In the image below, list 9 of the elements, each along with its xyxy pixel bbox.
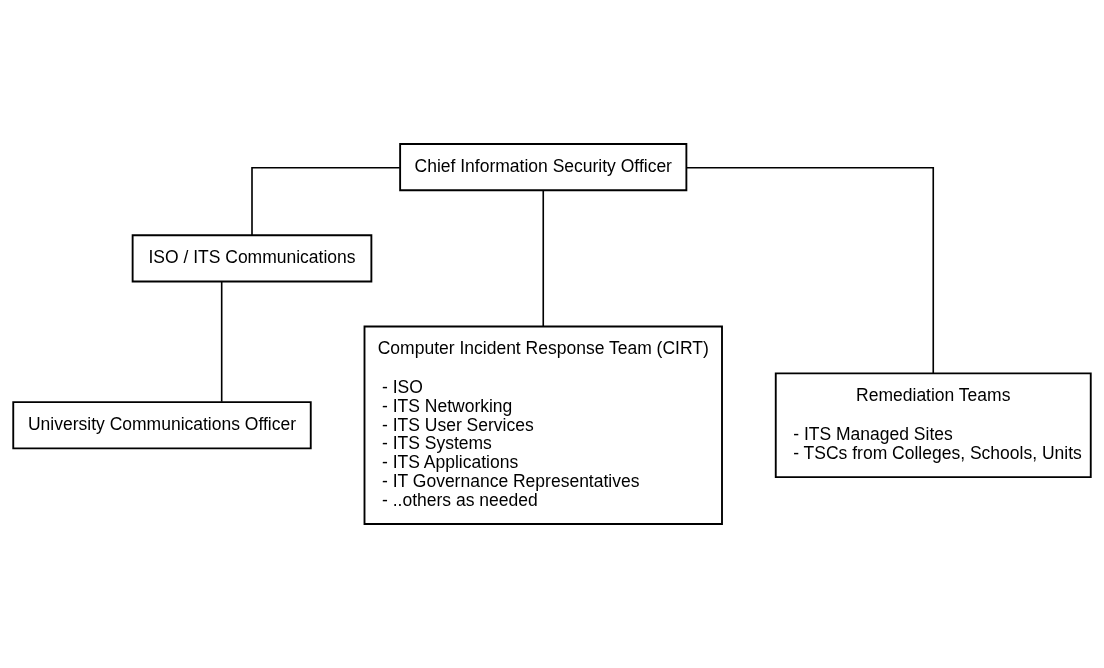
node-box: Computer Incident Response Team (CIRT) - ISO - ITS Networking - ITS User Services - ITS Systems - ITS Applications - IT Governance Representatives - ..others as needed [363, 325, 723, 525]
node-box: Remediation Teams - ITS Managed Sites - TSCs from Colleges, Schools, Units [774, 372, 1092, 479]
connector [686, 166, 935, 374]
node-box: ISO / ITS Communications [131, 234, 373, 283]
connector [542, 189, 545, 328]
connector [251, 166, 401, 236]
node-box: University Communications Officer [12, 401, 312, 450]
connector [220, 280, 223, 403]
node-box: Chief Information Security Officer [399, 143, 688, 192]
